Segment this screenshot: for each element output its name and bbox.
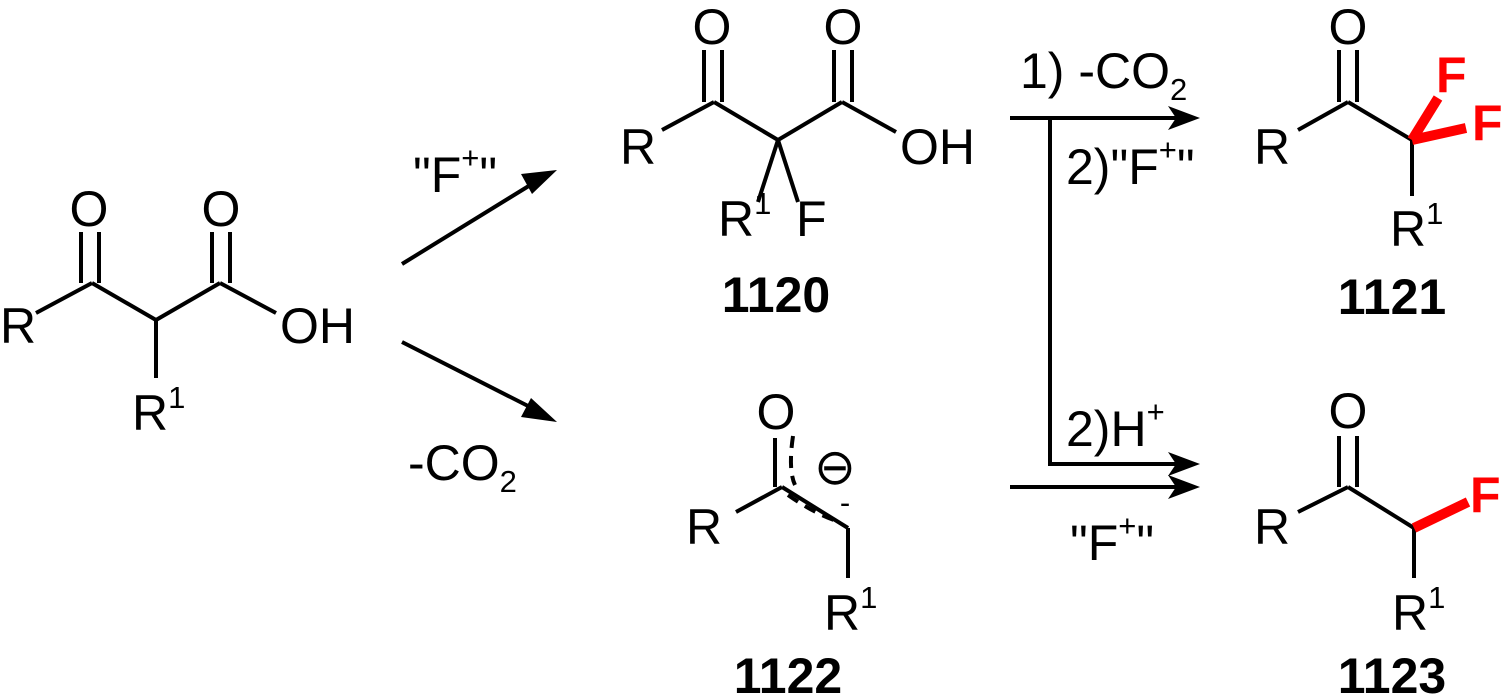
- acid-carbonyl-oxygen: O: [824, 0, 863, 55]
- arrow-1122-to-1123: [1010, 475, 1200, 499]
- hydroxyl-group: OH: [900, 119, 975, 175]
- arrow-1120-to-1123: [1048, 452, 1200, 476]
- compound-1120: O O R OH R1 F 1120: [620, 0, 975, 323]
- r1-substituent: R1: [824, 580, 877, 641]
- fluorine-atom-1: F: [1436, 47, 1467, 103]
- ketone-oxygen: O: [70, 181, 109, 237]
- compound-label-1123: 1123: [1338, 648, 1446, 700]
- reagent-step2-fluorination: 2)"F+": [1066, 132, 1195, 195]
- hydroxyl-group: OH: [280, 298, 355, 354]
- enolate-oxygen: O: [757, 384, 796, 440]
- r1-substituent: R1: [132, 380, 185, 441]
- ketone-oxygen: O: [1329, 0, 1368, 55]
- compound-1123: O R F R1 1123: [1254, 383, 1501, 700]
- ketone-oxygen: O: [1329, 383, 1368, 439]
- partial-charge-minus: -: [840, 485, 850, 520]
- acid-carbonyl-oxygen: O: [202, 181, 241, 237]
- fluorine-atom-2: F: [1472, 95, 1503, 151]
- r1-substituent: R1: [718, 186, 771, 247]
- r1-substituent: R1: [1390, 196, 1443, 257]
- reagent-decarboxylation-left: -CO2: [408, 435, 517, 499]
- compound-label-1121: 1121: [1338, 269, 1446, 325]
- r-group: R: [1254, 119, 1290, 175]
- r-group: R: [686, 499, 722, 555]
- compound-label-1122: 1122: [734, 648, 842, 700]
- arrow-1120-to-1121: [1010, 106, 1200, 130]
- reagent-electrophilic-fluorine-bottom: "F+": [1070, 508, 1154, 571]
- r-group: R: [0, 298, 36, 354]
- starting-beta-keto-acid: O O R OH R1: [0, 181, 355, 441]
- reagent-step2-protonation: 2)H+: [1066, 394, 1165, 457]
- r1-substituent: R1: [1392, 580, 1445, 641]
- r-group: R: [620, 119, 656, 175]
- arrow-to-1120: [400, 170, 557, 266]
- negative-charge-symbol: ⊖: [814, 439, 856, 495]
- fluorine-atom: F: [796, 191, 827, 247]
- compound-label-1120: 1120: [722, 267, 830, 323]
- arrow-to-1122: [401, 340, 557, 422]
- reagent-step1-decarboxylation: 1) -CO2: [1020, 43, 1187, 107]
- r-group: R: [1254, 499, 1290, 555]
- compound-1122: O ⊖ - R R1 1122: [686, 384, 877, 700]
- ketone-oxygen: O: [693, 0, 732, 55]
- compound-1121: O R F F R1 1121: [1254, 0, 1503, 325]
- fluorine-atom: F: [1470, 467, 1501, 523]
- reagent-electrophilic-fluorine-top: "F+": [413, 140, 497, 203]
